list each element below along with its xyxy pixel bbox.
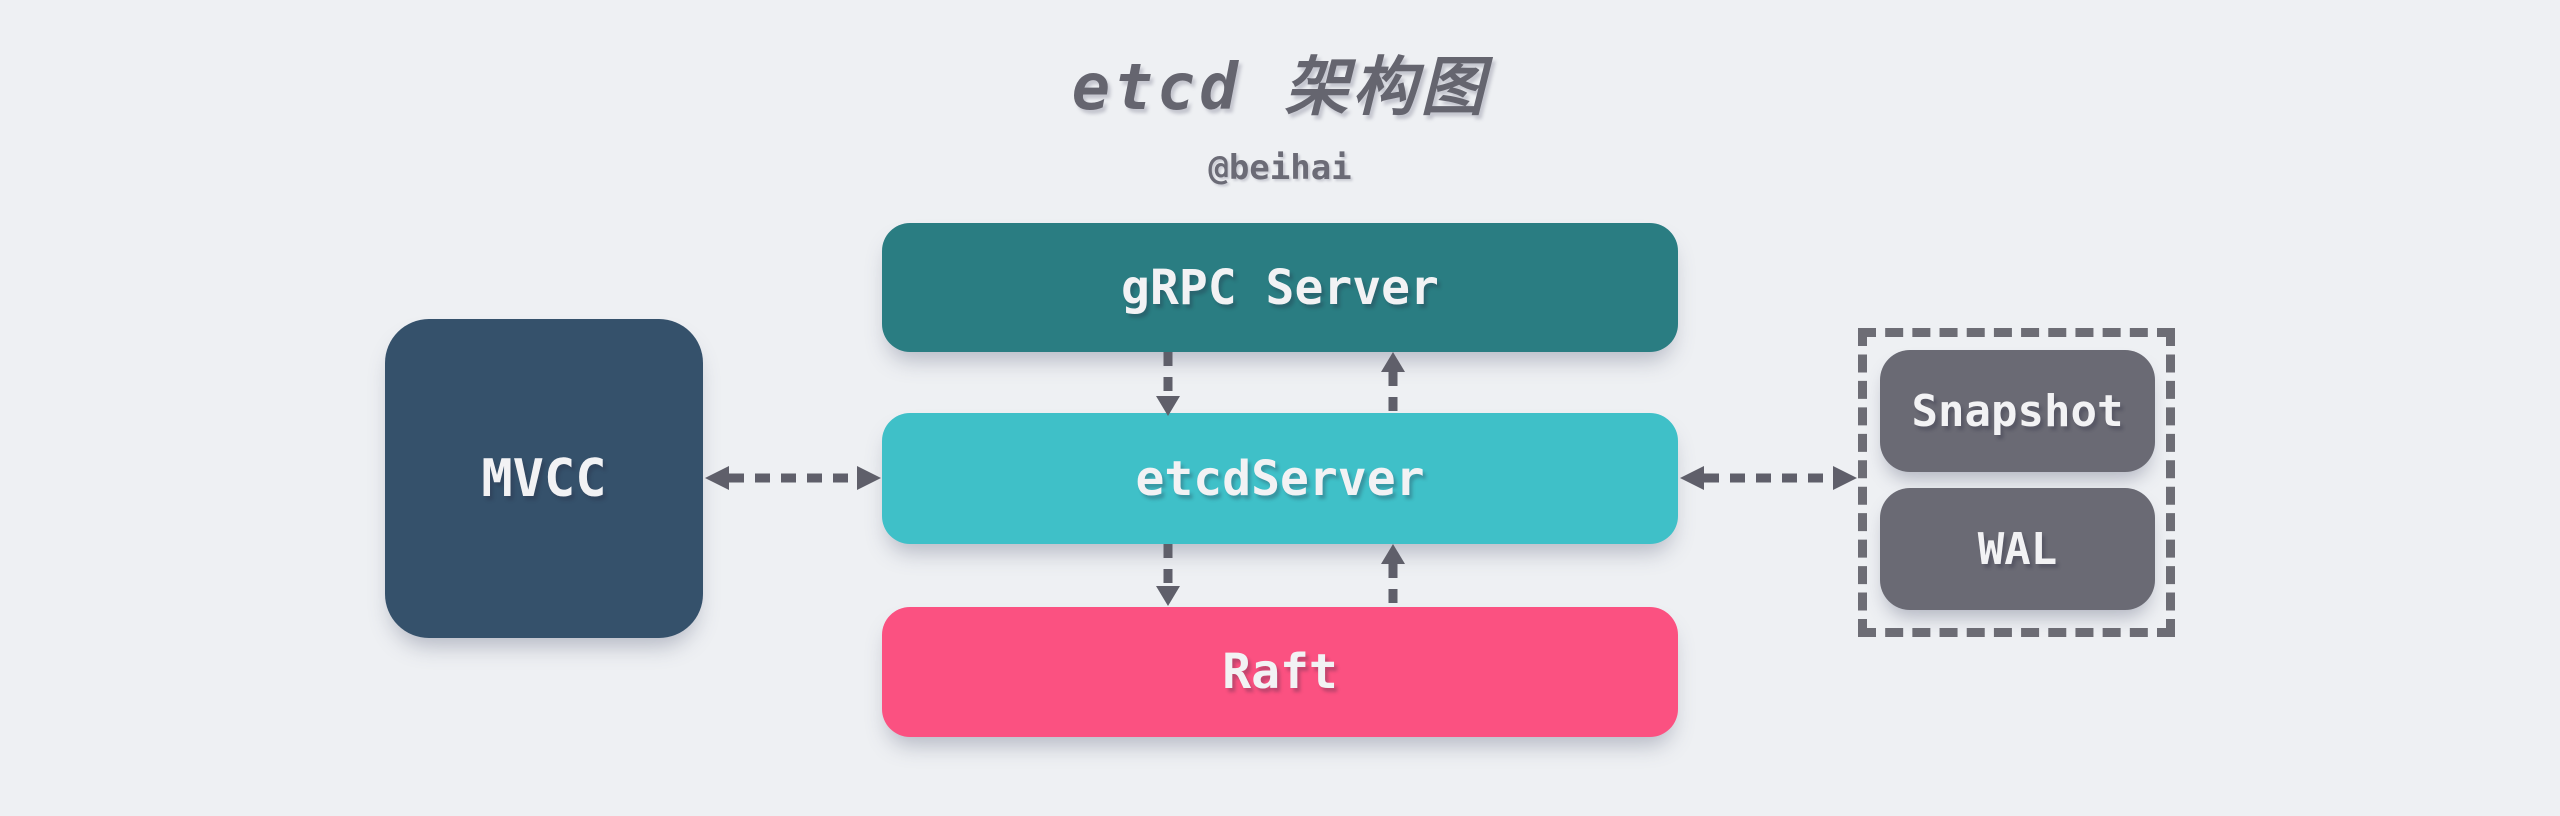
node-wal-label: WAL — [1977, 523, 2058, 575]
arrow-etcdserver-storage-double — [1680, 456, 1857, 500]
arrow-etcdserver-to-raft-down — [1146, 544, 1190, 606]
storage-group: Snapshot WAL — [1858, 328, 2175, 637]
node-grpc-server-label: gRPC Server — [1121, 259, 1439, 316]
node-snapshot: Snapshot — [1880, 350, 2155, 472]
node-grpc-server: gRPC Server — [882, 223, 1678, 352]
arrow-raft-to-etcdserver-up — [1371, 544, 1415, 606]
node-raft-label: Raft — [1222, 644, 1338, 700]
arrow-etcdserver-to-grpc-up — [1371, 352, 1415, 416]
node-etcd-server: etcdServer — [882, 413, 1678, 544]
node-mvcc: MVCC — [385, 319, 703, 638]
node-raft: Raft — [882, 607, 1678, 737]
diagram-author: @beihai — [1208, 148, 1352, 188]
diagram-title: etcd 架构图 — [1071, 51, 1489, 125]
arrow-mvcc-etcdserver-double — [705, 456, 881, 500]
arrow-grpc-to-etcdserver-down — [1146, 352, 1190, 416]
node-snapshot-label: Snapshot — [1911, 385, 2124, 437]
node-wal: WAL — [1880, 488, 2155, 610]
node-etcd-server-label: etcdServer — [1135, 450, 1425, 507]
node-mvcc-label: MVCC — [481, 448, 607, 509]
